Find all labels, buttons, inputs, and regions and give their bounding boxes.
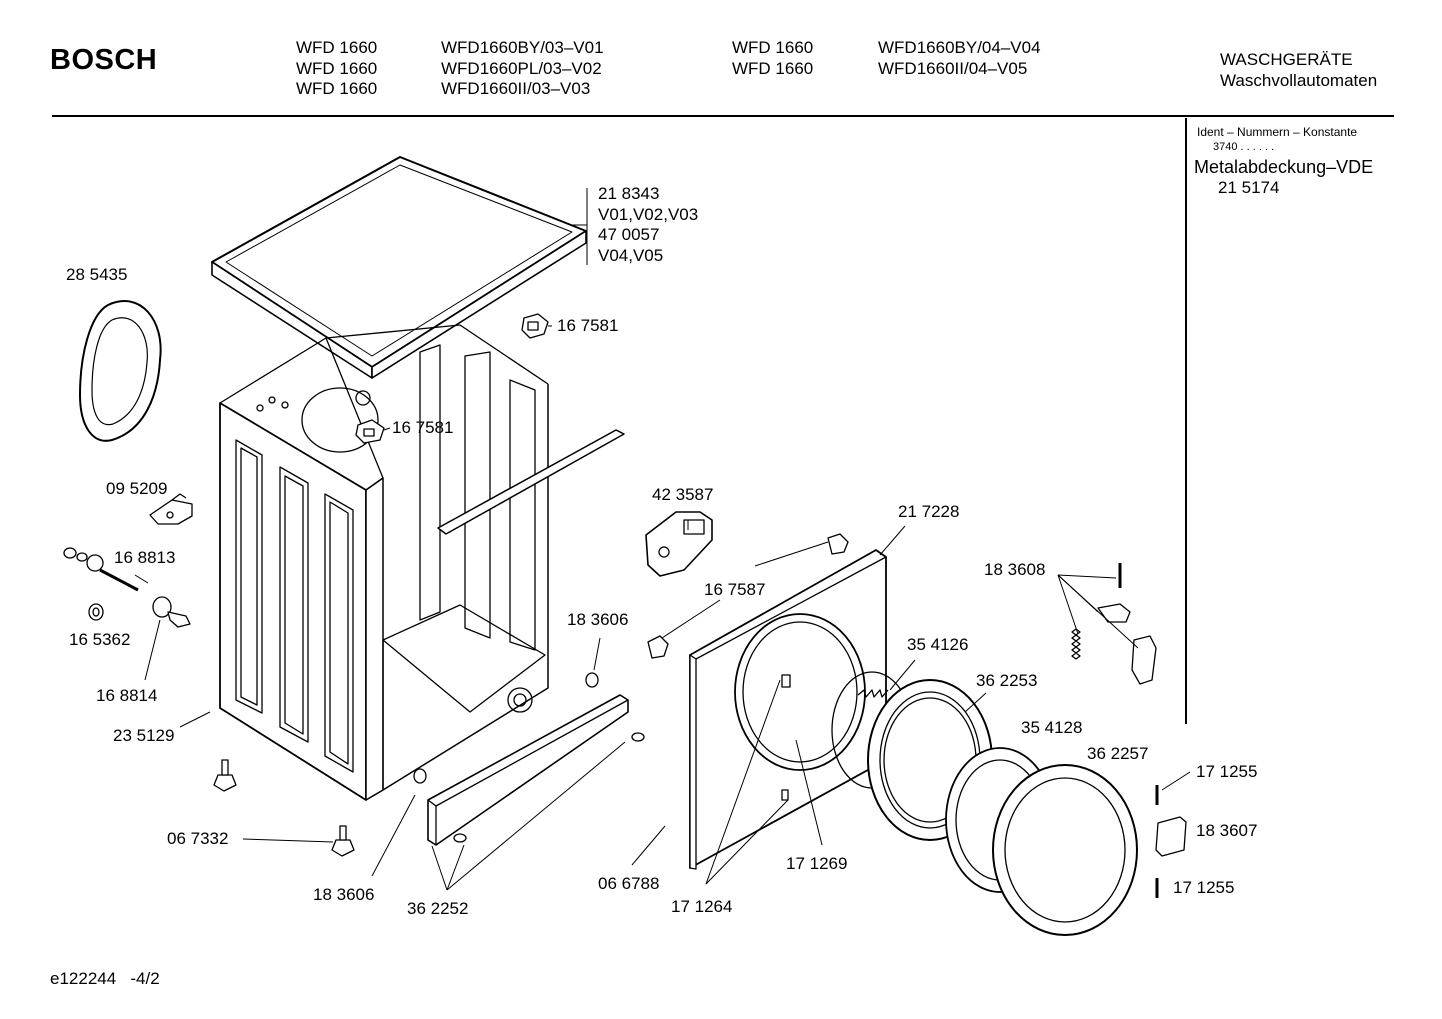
bolt-part <box>63 547 139 592</box>
model-name: WFD 1660 <box>732 58 814 78</box>
rear-gasket-part <box>79 300 162 442</box>
part-variant: V01,V02,V03 <box>598 204 699 224</box>
plinth-part <box>427 694 629 846</box>
bracket-part <box>149 493 193 525</box>
model-column-1: WFD 1660 WFD 1660 WFD 1660 <box>296 38 377 100</box>
part-label: 06 7332 <box>167 829 229 848</box>
category-block: WASCHGERÄTE Waschvollautomaten <box>1220 50 1377 91</box>
variant-code: WFD1660BY/03–V01 <box>441 38 604 57</box>
part-label: 21 7228 <box>898 502 960 521</box>
part-label: 35 4126 <box>907 635 969 654</box>
part-label: 16 8813 <box>114 548 176 567</box>
part-label: 17 1264 <box>671 897 733 916</box>
brand-logo: BOSCH <box>50 44 158 76</box>
part-number: 47 0057 <box>598 225 660 244</box>
part-number: 21 8343 <box>598 184 660 203</box>
diagram-code: e122244 <box>50 969 117 988</box>
part-label: 35 4128 <box>1021 718 1083 737</box>
part-label: 06 6788 <box>598 874 660 893</box>
variant-code: WFD1660II/04–V05 <box>878 58 1028 78</box>
part-variant: V04,V05 <box>598 245 664 265</box>
category-subtitle: Waschvollautomaten <box>1220 70 1378 90</box>
grommet-part <box>585 672 599 688</box>
part-label: 16 7587 <box>704 580 766 599</box>
category-title: WASCHGERÄTE <box>1220 50 1353 69</box>
ident-value: 3740 . . . . . . <box>1213 141 1275 153</box>
part-label: 36 2257 <box>1087 744 1149 763</box>
part-label: 17 1255 <box>1196 762 1258 781</box>
model-name: WFD 1660 <box>296 58 378 78</box>
part-label: 28 5435 <box>66 265 128 284</box>
adjustable-foot-part <box>331 825 355 857</box>
part-label: 36 2253 <box>976 671 1038 690</box>
clip-part <box>355 419 385 444</box>
part-label: 18 3606 <box>567 610 629 629</box>
ident-label: Ident – Nummern – Konstante <box>1197 125 1358 139</box>
model-name: WFD 1660 <box>296 79 378 98</box>
door-lock-part <box>645 511 713 577</box>
part-label: 18 3608 <box>984 560 1046 579</box>
part-label: 09 5209 <box>106 479 168 498</box>
page-number: -4/2 <box>130 969 160 988</box>
variant-code: WFD1660PL/03–V02 <box>441 58 602 78</box>
nut-part <box>88 603 104 621</box>
part-label: 17 1255 <box>1173 878 1235 897</box>
part-label: 18 3607 <box>1196 821 1258 840</box>
part-label: 16 5362 <box>69 630 131 649</box>
clip-part <box>647 635 669 659</box>
side-item-number: 21 5174 <box>1218 178 1280 197</box>
leader-lines <box>134 188 1191 891</box>
variant-column-2: WFD1660BY/04–V04 WFD1660II/04–V05 <box>878 38 1041 79</box>
cabinet-part <box>219 324 625 801</box>
top-cover-part <box>211 156 587 379</box>
part-label: 17 1269 <box>786 854 848 873</box>
door-outer-ring-part <box>992 764 1138 936</box>
model-column-2: WFD 1660 WFD 1660 <box>732 38 813 79</box>
part-label: 16 7581 <box>392 418 454 437</box>
latch-part <box>1155 816 1187 857</box>
model-name: WFD 1660 <box>732 38 814 57</box>
model-name: WFD 1660 <box>296 38 378 57</box>
part-label: 42 3587 <box>652 485 714 504</box>
variant-code: WFD1660II/03–V03 <box>441 79 591 98</box>
part-label: 16 8814 <box>96 686 158 705</box>
adjustable-foot-part <box>213 759 237 792</box>
footer-code: e122244 -4/2 <box>50 969 160 990</box>
part-label-top-cover: 21 8343 V01,V02,V03 47 0057 V04,V05 <box>598 184 698 266</box>
spring-part <box>857 689 889 698</box>
part-label: 18 3606 <box>313 885 375 904</box>
clip-part <box>521 313 549 339</box>
plug-part <box>631 732 645 742</box>
variant-column-1: WFD1660BY/03–V01 WFD1660PL/03–V02 WFD166… <box>441 38 604 100</box>
hinge-part <box>1071 563 1157 685</box>
part-label: 16 7581 <box>557 316 619 335</box>
part-label: 36 2252 <box>407 899 469 918</box>
side-item-name: Metalabdeckung–VDE <box>1194 157 1374 177</box>
foot-part <box>152 596 191 628</box>
grommet-part <box>413 768 427 784</box>
part-label: 23 5129 <box>113 726 175 745</box>
plug-part <box>453 833 467 843</box>
clip-part <box>827 533 849 555</box>
variant-code: WFD1660BY/04–V04 <box>878 38 1041 57</box>
